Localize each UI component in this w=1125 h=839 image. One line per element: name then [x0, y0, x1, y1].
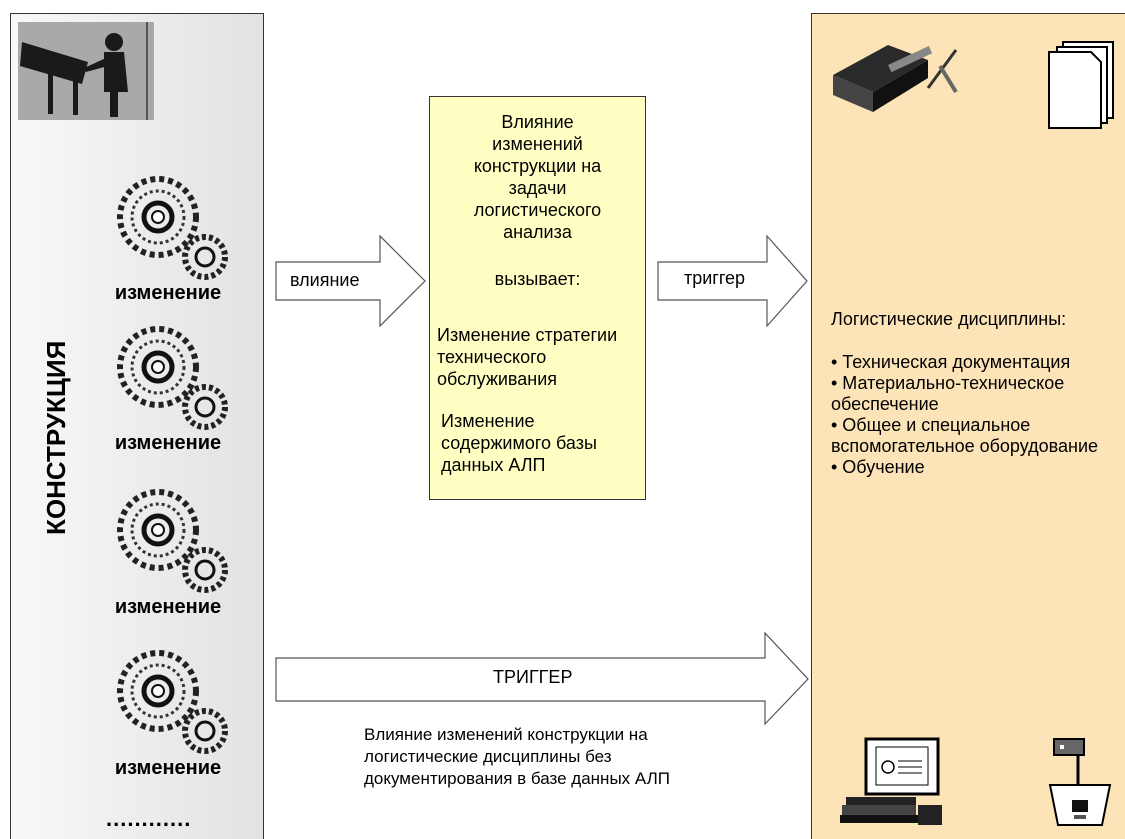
design-title: КОНСТРУКЦИЯ — [41, 340, 71, 535]
causes-label: вызывает: — [494, 269, 581, 289]
big-trigger-arrow — [275, 631, 810, 726]
ellipsis: ............ — [106, 806, 192, 831]
computer-training-icon — [838, 735, 948, 830]
note-line: Влияние изменений конструкции на — [364, 725, 648, 744]
discipline-item: • Общее и специальное — [831, 415, 1031, 435]
title-line: логистического — [473, 200, 602, 220]
gears-icon — [110, 646, 235, 761]
disciplines-list: • Техническая документация • Материально… — [831, 352, 1098, 478]
discipline-item: обеспечение — [831, 394, 939, 414]
vise-icon — [828, 30, 963, 125]
title-line: задачи — [508, 178, 567, 198]
trigger-label: триггер — [684, 268, 746, 288]
change-label: изменение — [114, 596, 222, 618]
disciplines-heading: Логистические дисциплины: — [831, 309, 1067, 329]
maintenance-strategy-item: Изменение стратегии технического обслужи… — [437, 324, 617, 390]
documents-icon — [1045, 40, 1120, 130]
change-label: изменение — [114, 282, 222, 304]
big-trigger-label: ТРИГГЕР — [493, 667, 573, 687]
trigger-arrow — [657, 234, 809, 328]
title-line: конструкции на — [473, 156, 602, 176]
item-line: технического — [437, 347, 547, 367]
discipline-item: • Техническая документация — [831, 352, 1071, 372]
item-line: данных АЛП — [441, 455, 546, 475]
item-line: Изменение — [441, 411, 535, 431]
influence-label: влияние — [290, 270, 360, 290]
overhead-projector-icon — [1038, 735, 1118, 830]
analysis-impact-title: Влияние изменений конструкции на задачи … — [429, 111, 646, 243]
item-line: содержимого базы — [441, 433, 597, 453]
change-label: изменение — [114, 432, 222, 454]
drafting-engineer-icon — [18, 22, 154, 120]
logistics-disciplines-panel — [811, 13, 1125, 839]
change-label: изменение — [114, 757, 222, 779]
influence-arrow — [275, 234, 427, 328]
discipline-item: • Материально-техническое — [831, 373, 1065, 393]
item-line: Изменение стратегии — [437, 325, 618, 345]
gears-icon — [110, 322, 235, 437]
discipline-item: вспомогательное оборудование — [831, 436, 1099, 456]
gears-icon — [110, 485, 235, 600]
gears-icon — [110, 172, 235, 287]
title-line: изменений — [492, 134, 583, 154]
database-content-item: Изменение содержимого базы данных АЛП — [441, 410, 597, 476]
design-panel — [10, 13, 264, 839]
title-line: Влияние — [501, 112, 574, 132]
undocumented-impact-note: Влияние изменений конструкции на логисти… — [364, 724, 670, 790]
item-line: обслуживания — [437, 369, 558, 389]
note-line: логистические дисциплины без — [364, 747, 612, 766]
title-line: анализа — [503, 222, 572, 242]
discipline-item: • Обучение — [831, 457, 925, 477]
note-line: документирования в базе данных АЛП — [364, 769, 670, 788]
analysis-impact-box — [429, 96, 646, 500]
